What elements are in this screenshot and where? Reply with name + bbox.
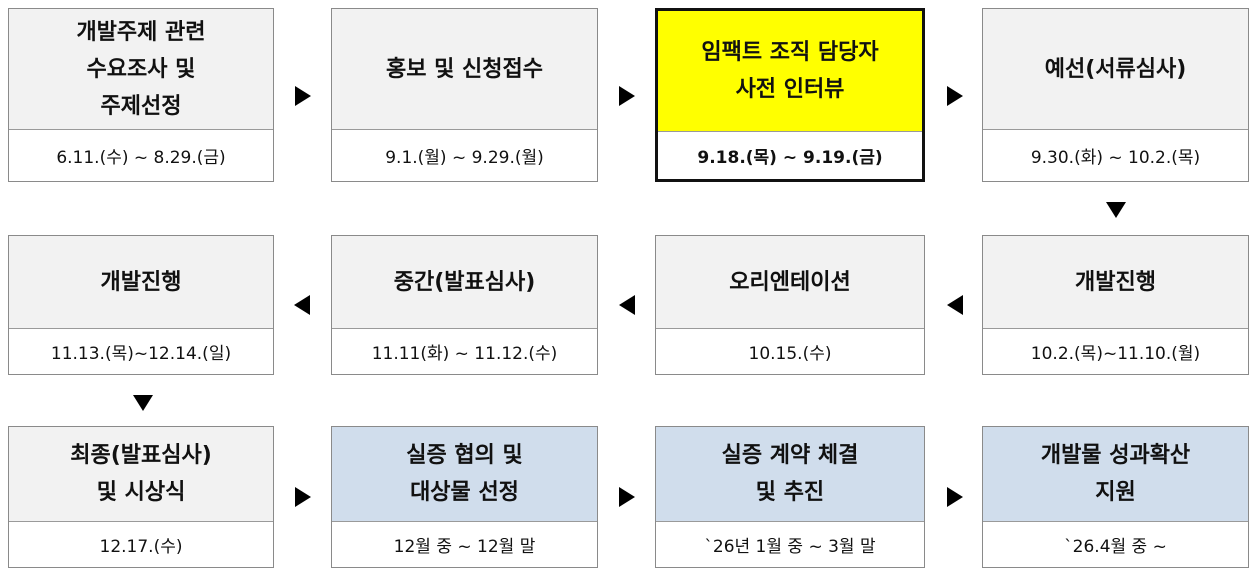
step-title: 중간(발표심사) [332,236,597,329]
step-box: 실증 협의 및 대상물 선정 12월 중 ~ 12월 말 [331,426,598,568]
step-box: 개발물 성과확산 지원 `26.4월 중 ~ [982,426,1249,568]
step-date: 9.18.(목) ~ 9.19.(금) [697,148,883,168]
step-box: 실증 계약 체결 및 추진 `26년 1월 중 ~ 3월 말 [655,426,925,568]
step-date: 11.11(화) ~ 11.12.(수) [371,344,558,364]
step-box: 개발진행 10.2.(목)~11.10.(월) [982,235,1249,375]
step-title: 최종(발표심사) 및 시상식 [9,427,273,522]
step-box: 오리엔테이션 10.15.(수) [655,235,925,375]
step-box: 임팩트 조직 담당자 사전 인터뷰 9.18.(목) ~ 9.19.(금) [655,8,925,182]
arrow-left-icon [294,295,310,315]
step-box: 최종(발표심사) 및 시상식 12.17.(수) [8,426,274,568]
step-title: 예선(서류심사) [983,9,1248,130]
arrow-down-icon [1106,202,1126,218]
arrow-left-icon [947,295,963,315]
step-title: 개발물 성과확산 지원 [983,427,1248,522]
step-box: 예선(서류심사) 9.30.(화) ~ 10.2.(목) [982,8,1249,182]
arrow-right-icon [619,487,635,507]
arrow-right-icon [295,86,311,106]
step-title: 개발진행 [983,236,1248,329]
arrow-right-icon [947,487,963,507]
step-title: 임팩트 조직 담당자 사전 인터뷰 [658,11,922,132]
step-box: 개발진행 11.13.(목)~12.14.(일) [8,235,274,375]
step-title: 실증 계약 체결 및 추진 [656,427,924,522]
step-box: 개발주제 관련 수요조사 및 주제선정 6.11.(수) ~ 8.29.(금) [8,8,274,182]
step-date: 12월 중 ~ 12월 말 [393,537,536,557]
step-date: `26년 1월 중 ~ 3월 말 [704,537,876,557]
step-date: 9.1.(월) ~ 9.29.(월) [385,148,544,168]
step-date: 10.15.(수) [748,344,832,364]
step-title: 실증 협의 및 대상물 선정 [332,427,597,522]
step-date: 9.30.(화) ~ 10.2.(목) [1030,148,1201,168]
arrow-right-icon [619,86,635,106]
step-title: 개발주제 관련 수요조사 및 주제선정 [9,9,273,130]
step-box: 중간(발표심사) 11.11(화) ~ 11.12.(수) [331,235,598,375]
step-box: 홍보 및 신청접수 9.1.(월) ~ 9.29.(월) [331,8,598,182]
arrow-right-icon [295,487,311,507]
step-date: 10.2.(목)~11.10.(월) [1030,344,1201,364]
step-date: `26.4월 중 ~ [1064,537,1167,557]
step-date: 12.17.(수) [99,537,183,557]
arrow-down-icon [133,395,153,411]
step-title: 오리엔테이션 [656,236,924,329]
step-date: 11.13.(목)~12.14.(일) [50,344,232,364]
step-date: 6.11.(수) ~ 8.29.(금) [56,148,226,168]
arrow-right-icon [947,86,963,106]
step-title: 홍보 및 신청접수 [332,9,597,130]
step-title: 개발진행 [9,236,273,329]
arrow-left-icon [619,295,635,315]
